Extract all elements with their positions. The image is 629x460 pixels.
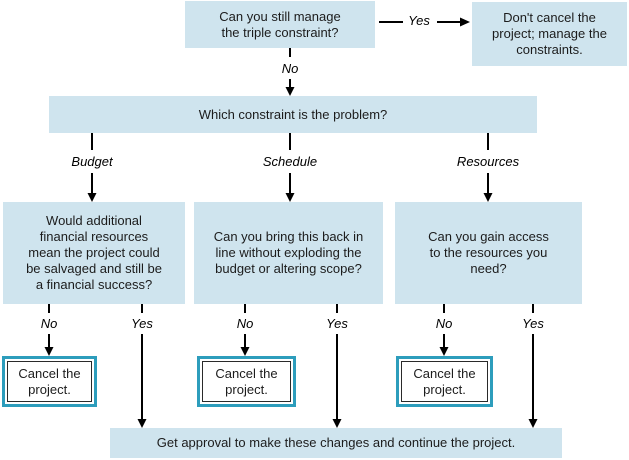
node-which-constraint: Which constraint is the problem? xyxy=(49,96,537,133)
label-schedule-no: No xyxy=(234,316,256,331)
node-schedule-question: Can you bring this back in line without … xyxy=(194,202,383,304)
label-start-no: No xyxy=(279,61,301,76)
node-dont-cancel: Don't cancel the project; manage the con… xyxy=(472,2,627,66)
node-resources-question: Can you gain access to the resources you… xyxy=(395,202,582,304)
label-schedule-yes: Yes xyxy=(324,316,350,331)
node-cancel-schedule: Cancel the project. xyxy=(197,356,296,407)
edge-resources-yes xyxy=(528,304,538,428)
budget-question-text: Would additional financial resources mea… xyxy=(26,213,162,292)
label-start-yes: Yes xyxy=(406,13,432,28)
edge-which-budget xyxy=(87,133,97,202)
cancel-schedule-inner: Cancel the project. xyxy=(202,361,291,402)
label-resources-no: No xyxy=(433,316,455,331)
cancel-budget-text: Cancel the project. xyxy=(18,365,81,397)
label-branch-budget: Budget xyxy=(69,154,115,169)
node-start-question: Can you still manage the triple constrai… xyxy=(185,1,375,48)
get-approval-text: Get approval to make these changes and c… xyxy=(156,435,516,450)
cancel-resources-inner: Cancel the project. xyxy=(401,361,488,402)
edge-which-schedule xyxy=(285,133,295,202)
node-cancel-budget: Cancel the project. xyxy=(2,356,97,407)
edge-budget-no xyxy=(44,304,54,356)
node-cancel-resources: Cancel the project. xyxy=(396,356,493,407)
edge-schedule-no xyxy=(240,304,250,356)
cancel-resources-text: Cancel the project. xyxy=(413,365,476,397)
node-get-approval: Get approval to make these changes and c… xyxy=(110,428,562,458)
label-budget-yes: Yes xyxy=(129,316,155,331)
edge-which-resources xyxy=(483,133,493,202)
edge-schedule-yes xyxy=(332,304,342,428)
resources-question-text: Can you gain access to the resources you… xyxy=(428,229,549,276)
label-resources-yes: Yes xyxy=(520,316,546,331)
dont-cancel-text: Don't cancel the project; manage the con… xyxy=(492,10,607,57)
edge-budget-yes xyxy=(137,304,147,428)
cancel-schedule-text: Cancel the project. xyxy=(215,365,278,397)
edge-resources-no xyxy=(439,304,449,356)
cancel-budget-inner: Cancel the project. xyxy=(7,361,92,402)
which-constraint-text: Which constraint is the problem? xyxy=(198,106,388,122)
edge-start-no xyxy=(285,48,295,96)
schedule-question-text: Can you bring this back in line without … xyxy=(213,229,364,276)
start-question-text: Can you still manage the triple constrai… xyxy=(219,8,341,40)
label-branch-resources: Resources xyxy=(454,154,522,169)
label-branch-schedule: Schedule xyxy=(260,154,320,169)
edge-start-yes xyxy=(379,17,470,27)
node-budget-question: Would additional financial resources mea… xyxy=(3,202,185,304)
label-budget-no: No xyxy=(38,316,60,331)
